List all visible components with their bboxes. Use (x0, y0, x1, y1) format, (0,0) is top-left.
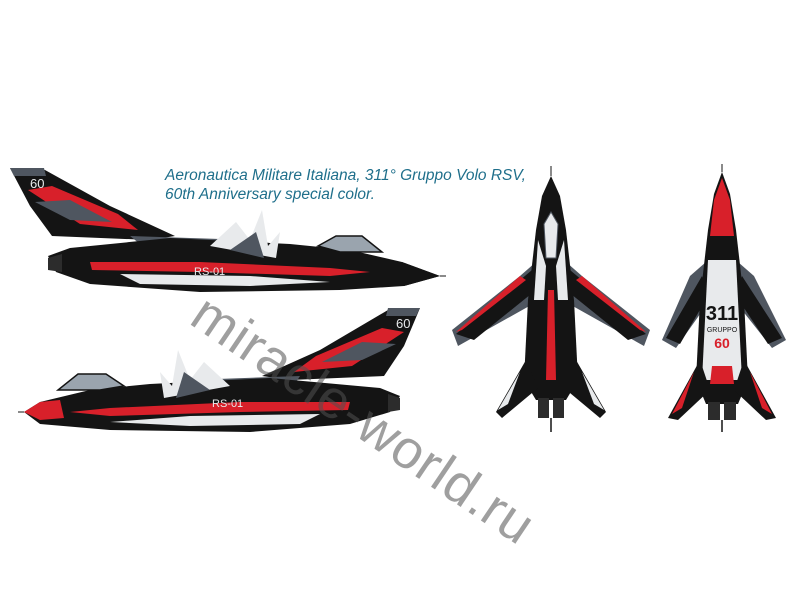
bottom-view: 311 GRUPPO 60 (662, 164, 786, 432)
belly-unit-years: 60 (714, 335, 730, 351)
caption-line-1: Aeronautica Militare Italiana, 311° Grup… (165, 167, 526, 184)
top-view (452, 166, 650, 432)
belly-unit-label: GRUPPO (707, 327, 738, 334)
scheme-caption: Aeronautica Militare Italiana, 311° Grup… (165, 166, 526, 204)
fin-anniversary-number-2: 60 (396, 316, 410, 331)
side-profile-left: 60 RS-01 (18, 308, 420, 432)
side-serial-code: RS-01 (194, 266, 225, 278)
side-serial-code-2: RS-01 (212, 398, 243, 410)
caption-line-2: 60th Anniversary special color. (165, 186, 375, 203)
fin-anniversary-number: 60 (30, 176, 44, 191)
side-profile-right: 60 RS-01 (10, 168, 446, 292)
belly-unit-number: 311 (706, 303, 738, 325)
